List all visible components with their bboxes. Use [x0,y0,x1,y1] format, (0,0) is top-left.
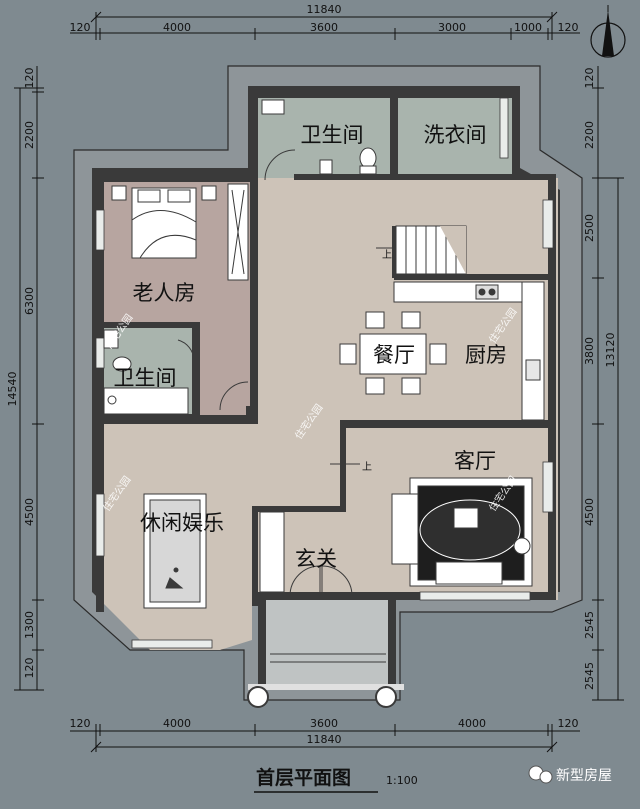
right-dim-3: 2500 [583,214,596,242]
room-label-laundry: 洗衣间 [424,123,487,147]
dining-table-icon [339,311,447,395]
wardrobe-icon [227,183,249,281]
top-total-dim: 11840 [307,3,342,16]
room-label-dining: 餐厅 [373,343,415,367]
bottom-dimensions [70,724,580,753]
interior-walls [96,92,556,612]
right-dim-5: 4500 [583,498,596,526]
brand-name: 新型房屋 [556,768,612,784]
right-dimensions [592,66,624,701]
bottom-dim-4: 4000 [458,717,486,730]
bed-icon [111,185,217,259]
left-dim-1: 120 [23,68,36,89]
bathroom-fixtures [103,99,377,415]
brand-logo-icon [528,765,553,784]
entry-porch [247,600,404,708]
bottom-dim-3: 3600 [310,717,338,730]
top-dim-1: 120 [70,21,91,34]
room-label-living: 客厅 [454,449,496,473]
top-dim-3: 3600 [310,21,338,34]
bottom-total-dim: 11840 [307,733,342,746]
left-dim-4: 4500 [23,498,36,526]
entry-up-mark: 上 [362,461,372,473]
bottom-dim-2: 4000 [163,717,191,730]
shoe-cabinet-icon [259,511,285,593]
plan-title: 首层平面图 [256,766,351,789]
right-dim-6: 2545 [583,611,596,639]
doors [177,149,353,597]
sofa-set-icon [391,477,533,587]
top-dim-6: 120 [558,21,579,34]
left-dim-6: 120 [23,658,36,679]
left-dim-5: 1300 [23,611,36,639]
plan-scale: 1:100 [386,774,418,787]
right-dim-7: 2545 [583,662,596,690]
room-label-kitchen: 厨房 [465,343,507,367]
stairs-icon [376,225,467,275]
bottom-dim-1: 120 [70,717,91,730]
room-label-foyer: 玄关 [295,547,337,571]
top-dim-2: 4000 [163,21,191,34]
left-dim-3: 6300 [23,287,36,315]
right-total-dim: 13120 [604,333,617,368]
right-dim-1: 120 [583,68,596,89]
top-dim-4: 3000 [438,21,466,34]
kitchen-counters [393,281,545,421]
room-label-elder-room: 老人房 [133,281,196,305]
left-total-dim: 14540 [6,372,19,407]
top-dimensions [70,11,580,40]
right-dim-2: 2200 [583,121,596,149]
right-dim-4: 3800 [583,337,596,365]
left-dim-2: 2200 [23,121,36,149]
windows [95,97,554,649]
top-dim-5: 1000 [514,21,542,34]
bottom-dim-5: 120 [558,717,579,730]
room-label-bathroom-left: 卫生间 [114,366,177,390]
room-label-bathroom-top: 卫生间 [301,123,364,147]
room-label-leisure: 休闲娱乐 [140,511,224,535]
north-arrow-icon [590,5,626,58]
left-dimensions [14,66,44,691]
pool-table-icon [143,493,207,609]
stairs-up-mark: 上 [382,249,392,261]
